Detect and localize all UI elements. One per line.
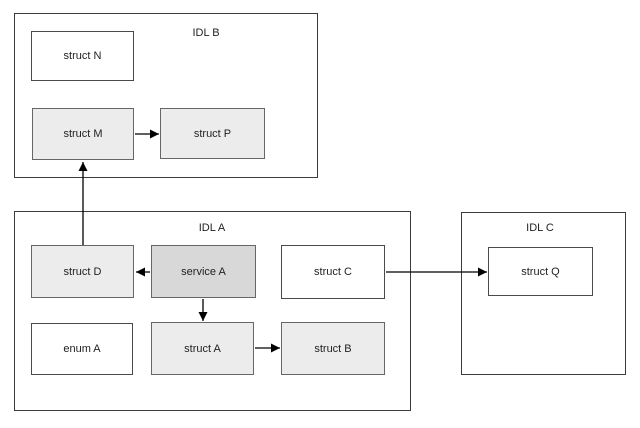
node-struct-b-label: struct B bbox=[314, 342, 352, 355]
container-idl-a bbox=[14, 211, 411, 411]
node-struct-a-label: struct A bbox=[184, 342, 221, 355]
node-struct-q: struct Q bbox=[488, 247, 593, 296]
node-struct-m: struct M bbox=[32, 108, 134, 160]
container-idl-a-label: IDL A bbox=[198, 222, 226, 234]
node-struct-n: struct N bbox=[31, 31, 134, 81]
node-struct-q-label: struct Q bbox=[521, 265, 560, 278]
node-struct-m-label: struct M bbox=[63, 128, 103, 140]
container-idl-b-label: IDL B bbox=[192, 27, 220, 39]
node-struct-c: struct C bbox=[281, 245, 385, 299]
node-service-a: service A bbox=[151, 245, 256, 298]
container-idl-b bbox=[14, 13, 318, 178]
node-struct-a: struct A bbox=[151, 322, 254, 375]
node-struct-d-label: struct D bbox=[63, 265, 102, 278]
node-struct-p: struct P bbox=[160, 108, 265, 159]
node-enum-a: enum A bbox=[31, 323, 133, 375]
node-struct-p-label: struct P bbox=[193, 127, 232, 140]
node-service-a-label: service A bbox=[181, 265, 226, 278]
container-idl-c-label: IDL C bbox=[526, 222, 554, 234]
node-struct-b: struct B bbox=[281, 322, 385, 375]
node-struct-c-label: struct C bbox=[314, 266, 352, 278]
container-idl-c bbox=[461, 212, 626, 375]
node-enum-a-label: enum A bbox=[63, 343, 101, 355]
node-struct-d: struct D bbox=[31, 245, 134, 298]
node-struct-n-label: struct N bbox=[63, 50, 102, 62]
